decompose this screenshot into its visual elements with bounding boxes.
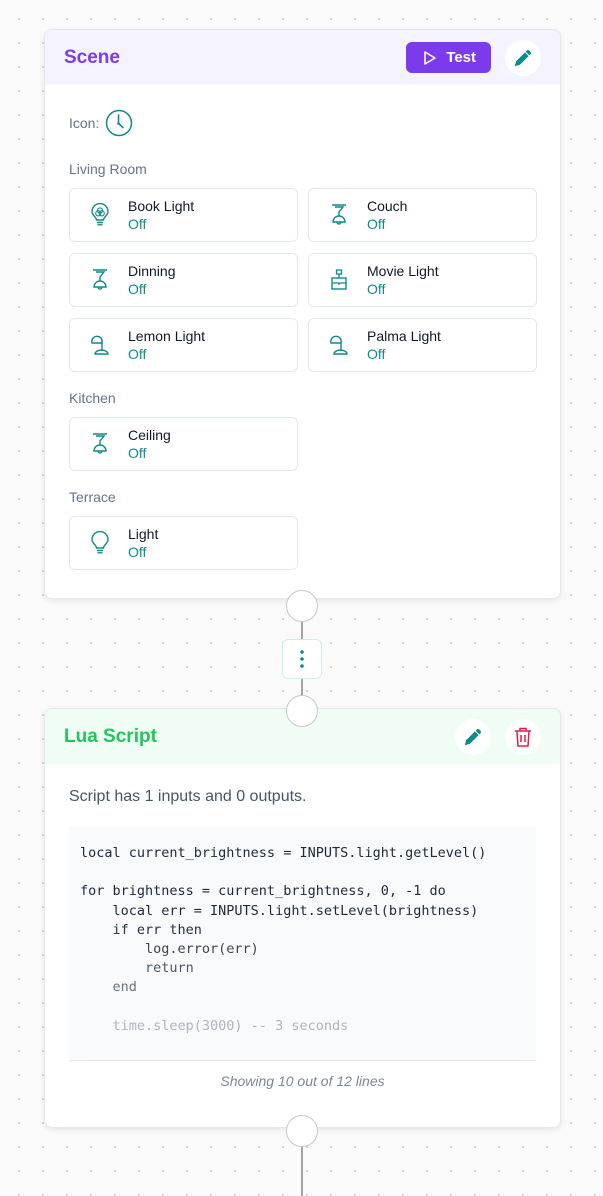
desk-lamp-icon: [330, 335, 348, 355]
device-name: Ceiling: [128, 427, 171, 443]
clock-icon[interactable]: [105, 109, 133, 137]
room-label-living-room: Living Room: [69, 161, 147, 177]
code-line-count: Showing 10 out of 12 lines: [220, 1072, 385, 1089]
device-state: Off: [367, 281, 386, 297]
code-line: for brightness = current_brightness, 0, …: [80, 883, 446, 900]
device-state: Off: [367, 346, 386, 362]
device-name: Book Light: [128, 198, 195, 214]
more-vertical-icon: [300, 650, 304, 668]
desk-lamp-icon: [91, 335, 109, 355]
pendant-lamp-icon: [93, 269, 107, 290]
lua-script-card: Lua Script Script has 1 inputs and 0 out…: [44, 708, 561, 1128]
scene-icon-row: Icon:: [69, 109, 536, 137]
edit-script-button[interactable]: [455, 718, 491, 755]
device-state: Off: [128, 346, 147, 362]
delete-script-button[interactable]: [505, 718, 541, 755]
lua-card-title: Lua Script: [64, 725, 157, 747]
test-button-label: Test: [446, 49, 476, 66]
pendant-lamp-icon: [93, 433, 107, 454]
add-step-menu-button[interactable]: [282, 639, 322, 679]
edit-scene-button[interactable]: [505, 39, 541, 76]
code-line: local err = INPUTS.light.setLevel(bright…: [80, 902, 479, 919]
code-line: return: [80, 960, 194, 977]
test-button[interactable]: Test: [406, 42, 491, 73]
code-line: [80, 998, 525, 1017]
device-state: Off: [128, 281, 147, 297]
code-line: [80, 863, 525, 882]
script-io-summary: Script has 1 inputs and 0 outputs.: [69, 788, 307, 805]
device-name: Light: [128, 526, 159, 542]
code-line: time.sleep(3000) -- 3 seconds: [80, 1017, 349, 1034]
scene-output-handle[interactable]: [286, 590, 318, 622]
light-bulb-icon: [91, 531, 109, 554]
trash-icon: [515, 727, 531, 747]
code-line: end: [80, 979, 137, 996]
device-name: Couch: [367, 198, 408, 214]
code-line: local current_brightness = INPUTS.light.…: [80, 845, 487, 861]
lua-output-handle[interactable]: [286, 1115, 318, 1147]
code-preview: local current_brightness = INPUTS.light.…: [69, 826, 536, 1061]
device-name: Dinning: [128, 263, 176, 279]
code-line: log.error(err): [80, 940, 259, 957]
icon-label: Icon:: [69, 115, 100, 131]
connector-line: [301, 1147, 303, 1196]
device-state: Off: [367, 216, 386, 232]
pendant-lamp-icon: [332, 204, 346, 225]
scene-card-header: Scene Test: [45, 30, 560, 85]
play-icon: [424, 50, 437, 65]
scene-card-title: Scene: [64, 46, 120, 68]
pencil-icon: [464, 728, 481, 745]
device-name: Lemon Light: [128, 328, 206, 344]
lua-card-header: Lua Script: [45, 709, 560, 764]
chandelier-icon: [331, 269, 347, 290]
device-name: Movie Light: [367, 263, 439, 279]
device-state: Off: [128, 544, 147, 560]
room-label-terrace: Terrace: [69, 489, 116, 505]
device-state: Off: [128, 445, 147, 461]
room-label-kitchen: Kitchen: [69, 390, 116, 406]
pencil-icon: [514, 49, 531, 66]
device-name: Palma Light: [367, 328, 441, 344]
lua-input-handle[interactable]: [286, 695, 318, 727]
color-bulb-icon: [91, 203, 109, 226]
device-state: Off: [128, 216, 147, 232]
code-line: if err then: [80, 921, 202, 938]
